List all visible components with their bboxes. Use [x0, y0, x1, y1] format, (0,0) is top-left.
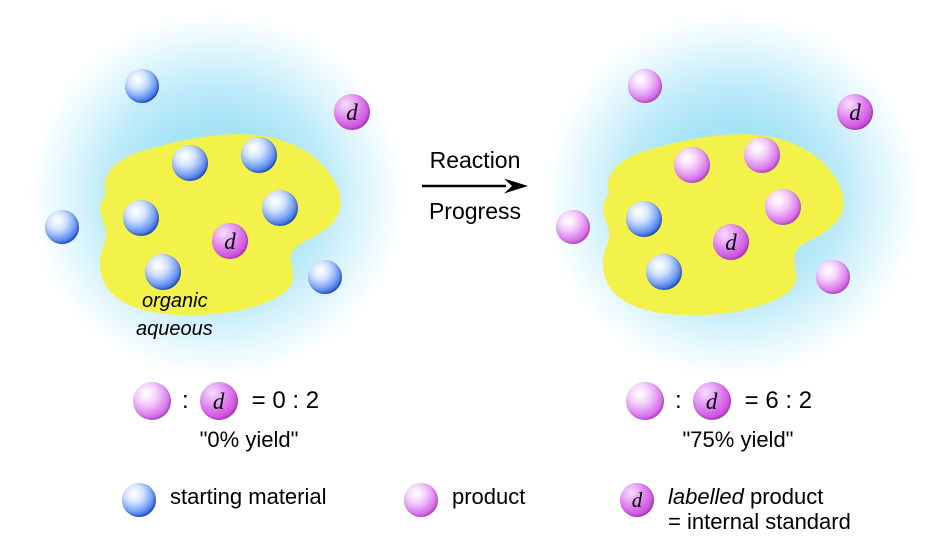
reaction-arrow-block: Reaction Progress: [415, 148, 535, 223]
starting-material-sphere: [45, 210, 79, 244]
deuterium-label: d: [849, 99, 861, 125]
ratio-colon-before: :: [182, 387, 189, 414]
reaction-arrow-top-label: Reaction: [429, 147, 521, 173]
deuterium-label: d: [212, 388, 225, 414]
labelled-product-sphere: d: [334, 94, 370, 130]
legend-label-labelled-italic: labelled: [668, 484, 744, 509]
ratio-colon-after: :: [675, 387, 682, 414]
product-sphere: [556, 210, 590, 244]
starting-material-sphere: [308, 260, 342, 294]
organic-phase-left: [70, 125, 350, 325]
legend-label-internal-standard: = internal standard: [668, 508, 851, 534]
labelled-product-sphere-icon-after: d: [692, 382, 731, 420]
legend-item-labelled-product: d labelled product = internal standard: [620, 483, 851, 534]
starting-material-sphere: [626, 201, 662, 237]
reaction-arrow-bottom-label: Progress: [428, 198, 522, 225]
starting-material-sphere: [241, 137, 277, 173]
right-arrow-icon: [422, 178, 528, 194]
product-sphere: [674, 147, 710, 183]
ratio-row-after: : d = 6 : 2: [626, 381, 812, 421]
ratio-equation-after: = 6 : 2: [744, 387, 813, 414]
deuterium-label: d: [705, 388, 718, 414]
legend-label-labelled-rest: product: [743, 484, 824, 509]
aqueous-phase-right: [533, 8, 933, 398]
product-sphere: [744, 137, 780, 173]
legend-label-labelled-product: labelled product = internal standard: [668, 483, 851, 534]
starting-material-sphere: [646, 254, 682, 290]
ratio-equation-before: = 0 : 2: [251, 387, 320, 414]
legend-label-product: product: [452, 484, 526, 509]
product-sphere-icon-after: [626, 382, 664, 420]
legend-label-starting-material: starting material: [170, 484, 327, 509]
legend-item-starting-material: starting material: [122, 483, 327, 517]
starting-material-sphere: [123, 200, 159, 236]
legend-item-product: product: [404, 483, 525, 517]
aqueous-phase-label: aqueous: [136, 318, 213, 340]
starting-material-sphere: [145, 254, 181, 290]
starting-material-sphere: [125, 69, 159, 103]
product-sphere: [765, 189, 801, 225]
deuterium-label: d: [725, 229, 737, 255]
labelled-product-sphere: d: [212, 223, 248, 259]
starting-material-sphere-icon: [122, 483, 156, 517]
deuterium-label: d: [631, 487, 643, 512]
yield-label-before: "0% yield": [199, 427, 299, 452]
labelled-product-sphere: d: [713, 224, 749, 260]
product-sphere-icon: [404, 483, 438, 517]
organic-phase-label: organic: [142, 290, 208, 312]
labelled-product-sphere: d: [837, 94, 873, 130]
ratio-row-before: : d = 0 : 2: [133, 381, 319, 421]
labelled-product-sphere-icon: d: [620, 483, 654, 517]
product-sphere: [628, 69, 662, 103]
labelled-product-sphere-icon-before: d: [199, 382, 238, 420]
deuterium-label: d: [224, 228, 236, 254]
starting-material-sphere: [172, 145, 208, 181]
product-sphere-icon-before: [133, 382, 171, 420]
yield-label-after: "75% yield": [682, 427, 794, 452]
deuterium-label: d: [346, 99, 358, 125]
product-sphere: [816, 260, 850, 294]
aqueous-phase-left: [17, 8, 417, 398]
starting-material-sphere: [262, 190, 298, 226]
